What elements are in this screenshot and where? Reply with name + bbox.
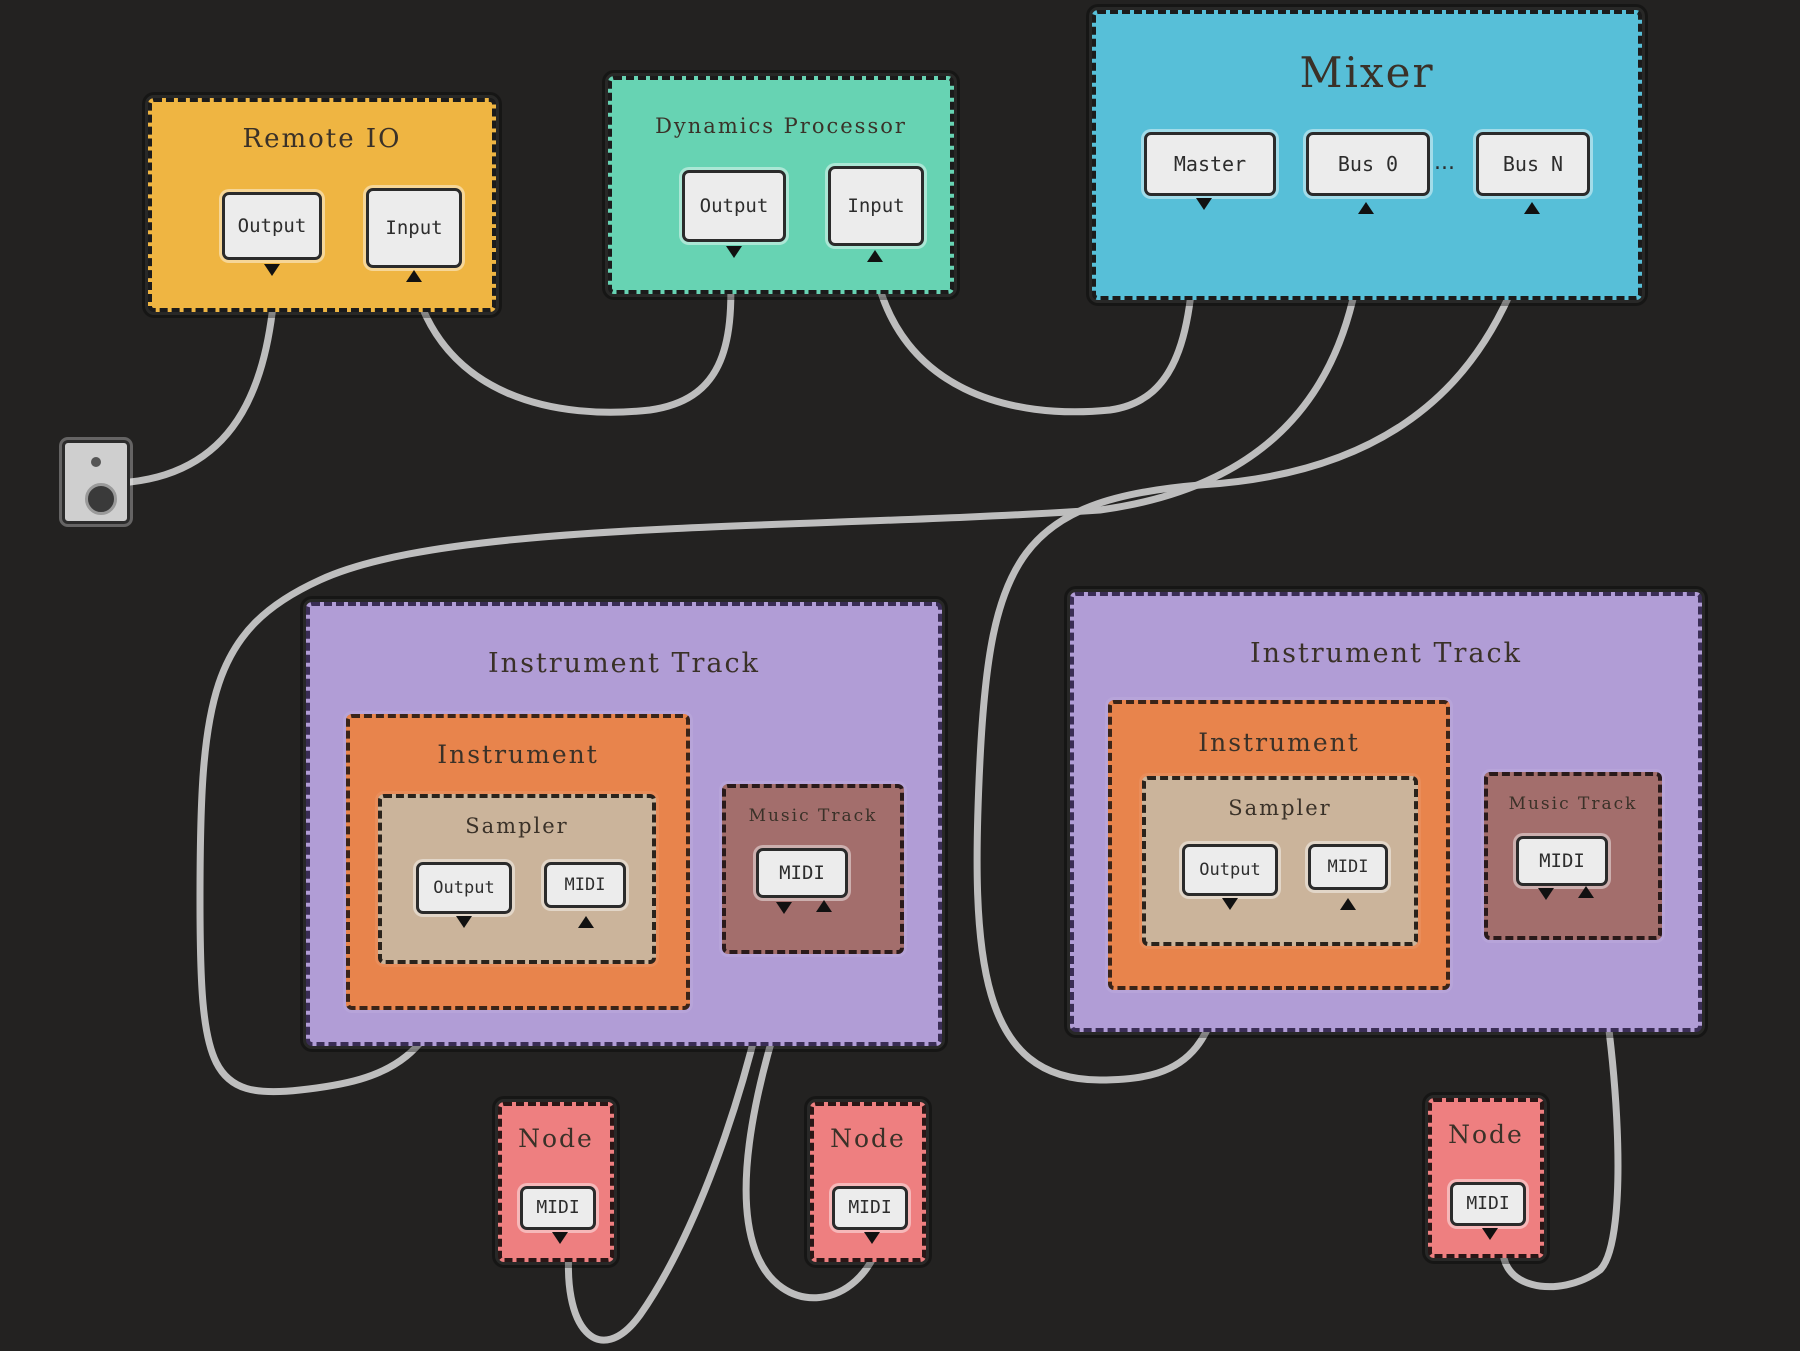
cable-mixer-bus0-to-left-sampler-output	[196, 201, 1369, 1096]
dynamics-output-arrow	[726, 246, 742, 258]
midi-node-2-arrow	[864, 1232, 880, 1244]
midi-node-1-title: Node	[518, 1124, 594, 1153]
midi-node-3-arrow	[1482, 1228, 1498, 1240]
cable-mixer-busN-to-right-sampler-output	[973, 201, 1544, 1084]
instrument-left[interactable]: Instrument Sampler Output MIDI	[343, 711, 693, 1013]
remote-io-output-arrow	[264, 264, 280, 276]
midi-node-3[interactable]: Node MIDI	[1425, 1095, 1547, 1261]
music-track-left-in-arrow	[816, 900, 832, 912]
mixer-bus0-arrow	[1358, 202, 1374, 214]
sampler-left-output-port[interactable]: Output	[416, 862, 512, 914]
dynamics-processor-title: Dynamics Processor	[655, 114, 907, 138]
speaker-icon	[62, 440, 130, 524]
sampler-right-midi-arrow	[1340, 898, 1356, 910]
dynamics-input-arrow	[867, 250, 883, 262]
mixer-busN-arrow	[1524, 202, 1540, 214]
instrument-track-right[interactable]: Instrument Track Instrument Sampler Outp…	[1067, 589, 1705, 1035]
remote-io-node[interactable]: Remote IO Output Input	[145, 95, 499, 315]
remote-io-output-port[interactable]: Output	[222, 192, 322, 260]
midi-node-2-title: Node	[830, 1124, 906, 1153]
midi-node-1-arrow	[552, 1232, 568, 1244]
mixer-node[interactable]: Mixer Master Bus 0 ... Bus N	[1089, 7, 1645, 303]
music-track-right-title: Music Track	[1508, 794, 1638, 814]
mixer-busN-port[interactable]: Bus N	[1476, 132, 1590, 196]
midi-node-2[interactable]: Node MIDI	[807, 1099, 929, 1265]
midi-node-3-midi-port[interactable]: MIDI	[1450, 1182, 1526, 1226]
mixer-title: Mixer	[1299, 48, 1435, 97]
instrument-track-left-title: Instrument Track	[488, 648, 760, 679]
speaker-cone	[85, 483, 117, 515]
sampler-right-output-arrow	[1222, 898, 1238, 910]
remote-io-input-port[interactable]: Input	[366, 188, 462, 268]
music-track-right-out-arrow	[1538, 888, 1554, 900]
instrument-track-left[interactable]: Instrument Track Instrument Sampler Outp…	[303, 599, 945, 1049]
remote-io-input-arrow	[406, 270, 422, 282]
music-track-left[interactable]: Music Track MIDI	[719, 781, 907, 957]
cable-remote-input-to-dynamics-output	[408, 261, 735, 416]
speaker-tweeter	[91, 457, 101, 467]
music-track-right[interactable]: Music Track MIDI	[1481, 769, 1665, 943]
sampler-left-midi-arrow	[578, 916, 594, 928]
sampler-left-title: Sampler	[465, 814, 569, 838]
sampler-right-output-port[interactable]: Output	[1182, 844, 1278, 896]
remote-io-title: Remote IO	[242, 124, 402, 154]
midi-node-1-midi-port[interactable]: MIDI	[520, 1186, 596, 1230]
music-track-right-midi-port[interactable]: MIDI	[1516, 836, 1608, 886]
sampler-left[interactable]: Sampler Output MIDI	[375, 791, 659, 967]
instrument-left-title: Instrument	[437, 740, 599, 769]
music-track-left-out-arrow	[776, 902, 792, 914]
midi-node-1[interactable]: Node MIDI	[495, 1099, 617, 1265]
cable-dynamics-input-to-mixer-master	[871, 201, 1199, 416]
dynamics-input-port[interactable]: Input	[828, 166, 924, 246]
sampler-right-midi-port[interactable]: MIDI	[1308, 844, 1388, 890]
instrument-right-title: Instrument	[1198, 728, 1360, 757]
instrument-track-right-title: Instrument Track	[1250, 638, 1522, 669]
instrument-right[interactable]: Instrument Sampler Output MIDI	[1105, 697, 1453, 993]
dynamics-processor-node[interactable]: Dynamics Processor Output Input	[605, 73, 957, 297]
mixer-bus0-port[interactable]: Bus 0	[1306, 132, 1430, 196]
sampler-right[interactable]: Sampler Output MIDI	[1139, 773, 1421, 949]
mixer-bus-ellipsis: ...	[1434, 150, 1455, 175]
midi-node-2-midi-port[interactable]: MIDI	[832, 1186, 908, 1230]
sampler-left-midi-port[interactable]: MIDI	[544, 862, 626, 908]
mixer-master-arrow	[1196, 198, 1212, 210]
music-track-left-midi-port[interactable]: MIDI	[756, 848, 848, 898]
mixer-master-port[interactable]: Master	[1144, 132, 1276, 196]
music-track-right-in-arrow	[1578, 886, 1594, 898]
sampler-left-output-arrow	[456, 916, 472, 928]
music-track-left-title: Music Track	[748, 806, 878, 826]
midi-node-3-title: Node	[1448, 1120, 1524, 1149]
dynamics-output-port[interactable]: Output	[682, 170, 786, 242]
sampler-right-title: Sampler	[1228, 796, 1332, 820]
